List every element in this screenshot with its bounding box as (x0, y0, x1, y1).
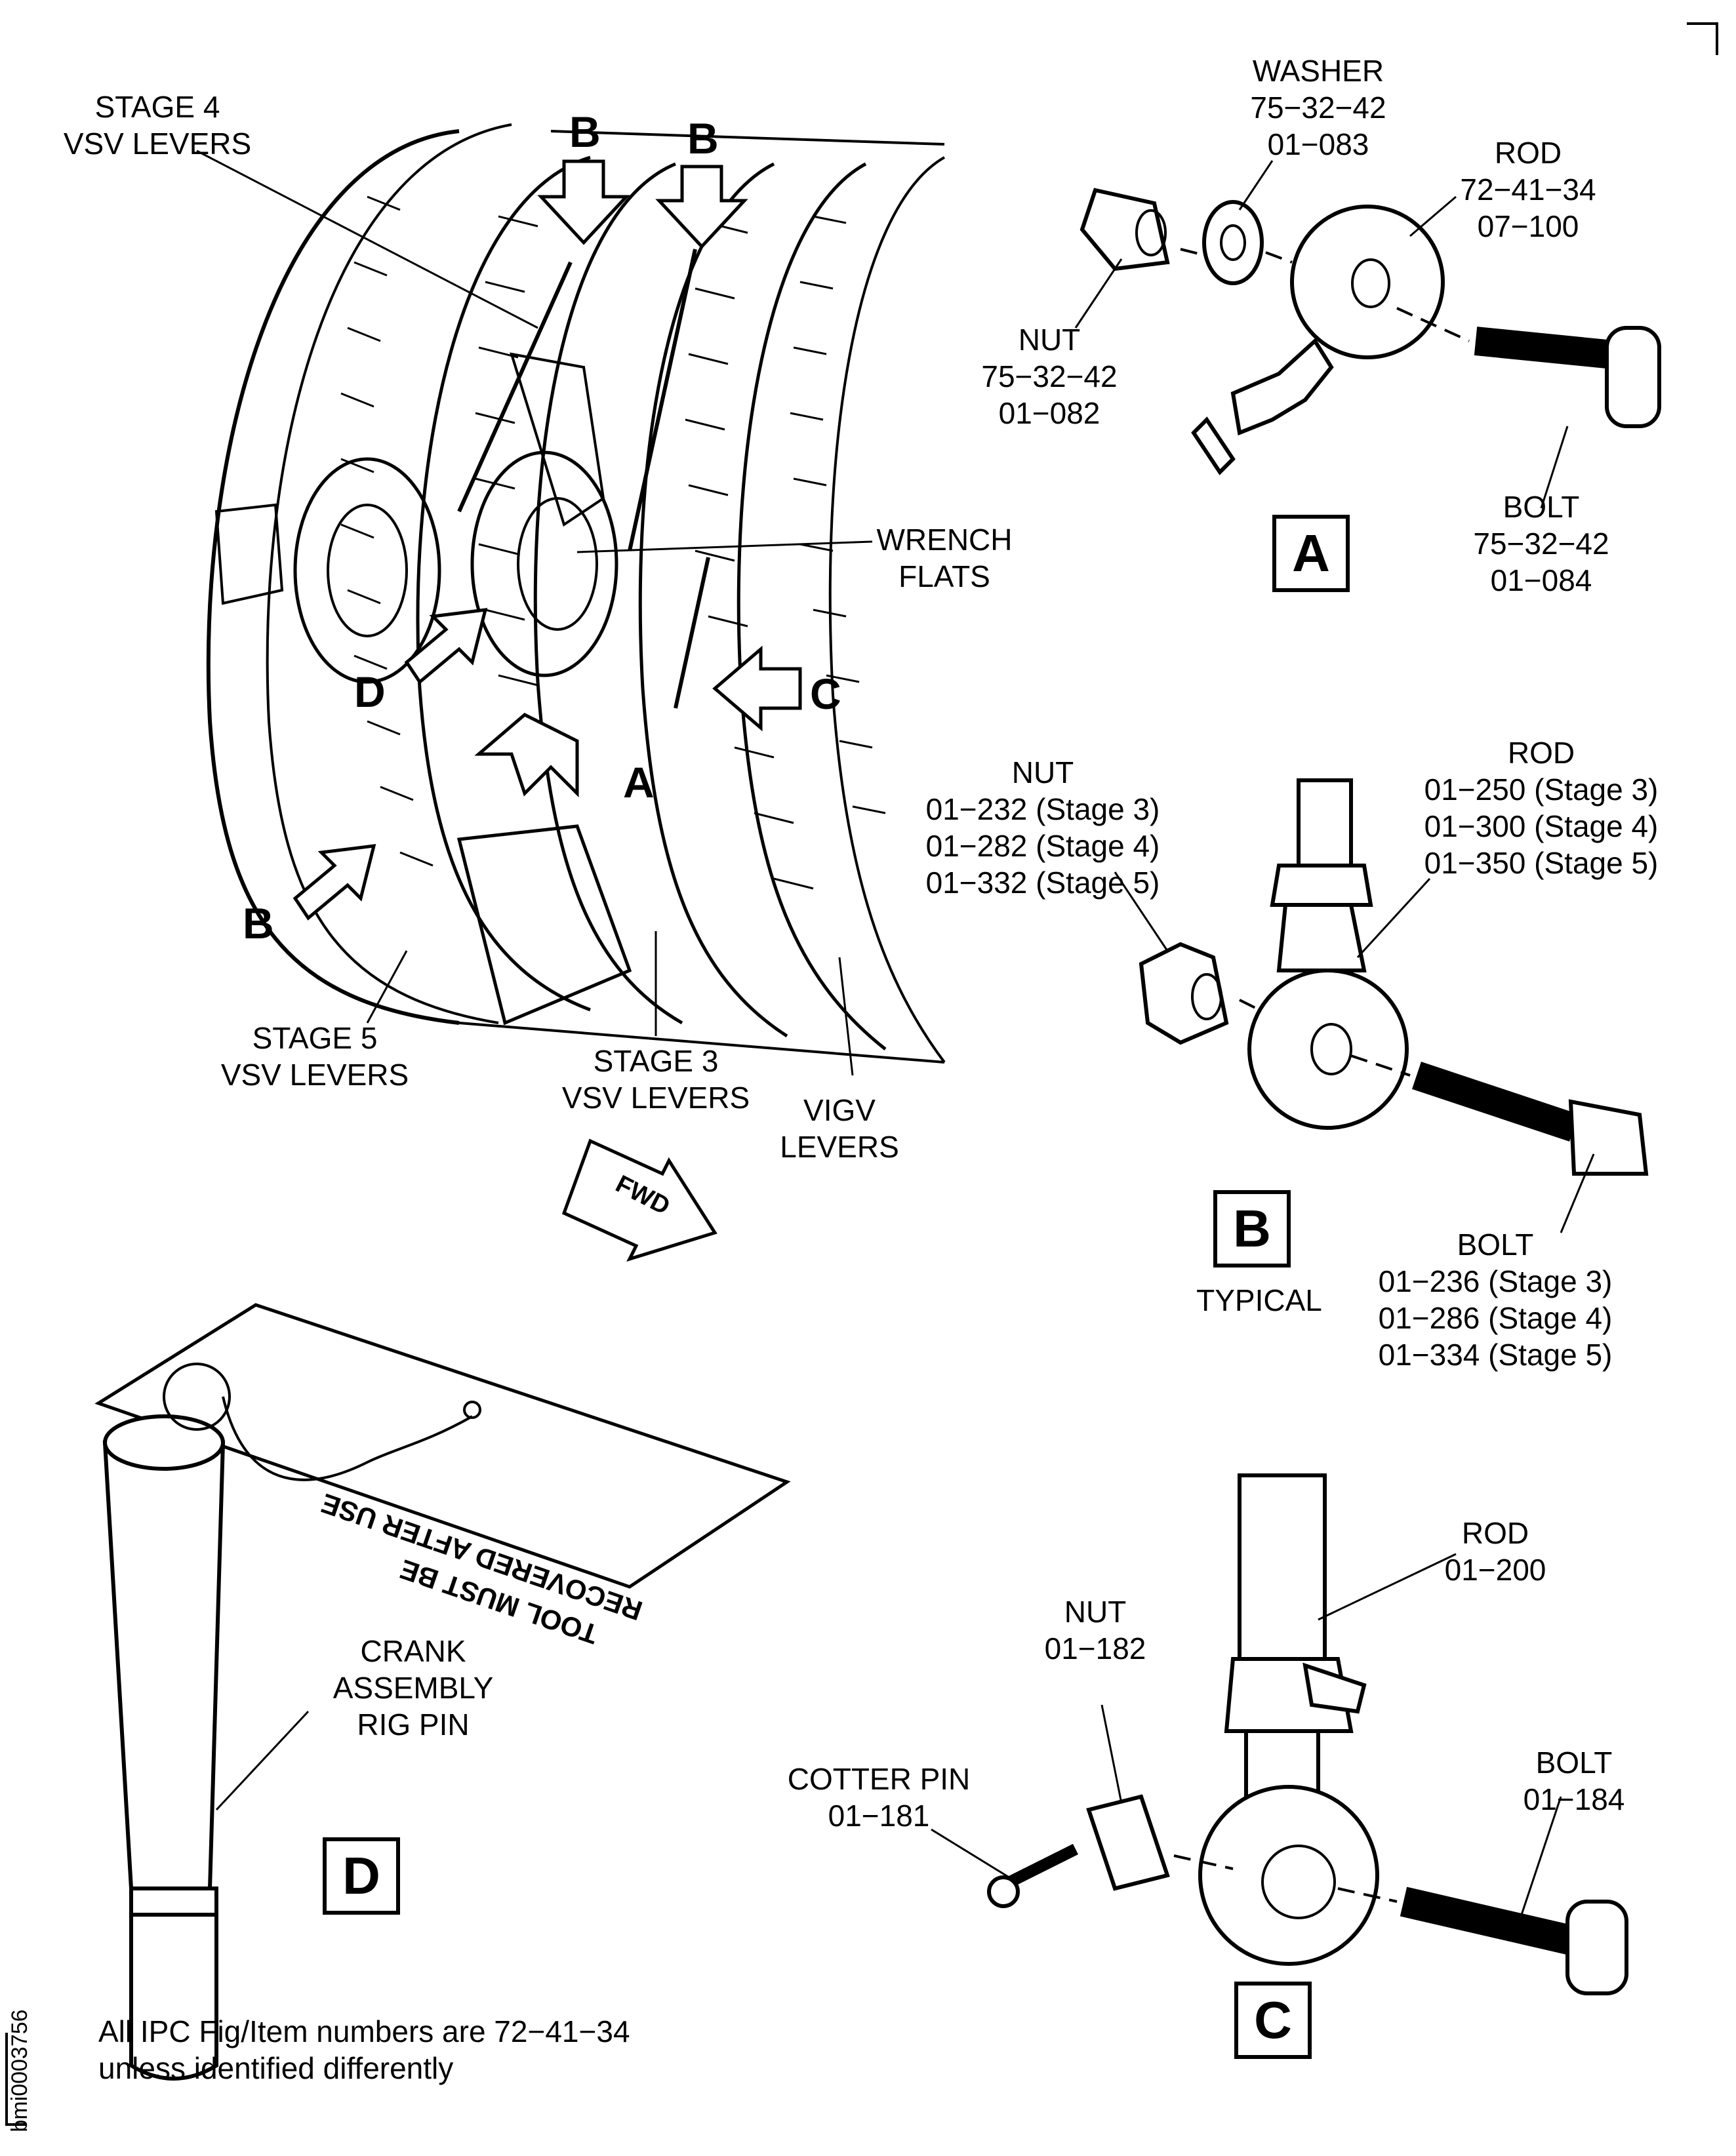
detail-c-leaders (931, 1553, 1562, 1915)
arrow-c (712, 645, 802, 732)
detail-b-drawing (1139, 778, 1649, 1176)
callout-letter-c: C (810, 669, 841, 718)
detail-c-box: C (1234, 1982, 1312, 2059)
figure-id-bracket (5, 2033, 26, 2126)
engine-leader-lines (196, 150, 873, 1076)
detail-a-leaders (1074, 160, 1569, 509)
arrow-a (474, 713, 579, 798)
detail-b-leaders (1114, 871, 1595, 1233)
figure-id: bmi0003756 (7, 2009, 32, 2132)
detail-a-box: A (1272, 515, 1350, 592)
detail-b-caption: TYPICAL (1196, 1283, 1322, 1317)
detail-d-leaders (215, 1710, 310, 1811)
detail-a-drawing (1080, 188, 1661, 475)
arrow-d (404, 608, 488, 685)
detail-d-drawing (94, 1303, 791, 2081)
callout-letter-b-lower: B (243, 899, 274, 948)
callout-letter-b-top-right: B (687, 114, 719, 163)
engine-case-drawing (206, 123, 946, 1064)
fwd-arrow (561, 1138, 717, 1262)
arrow-b-top-left (537, 159, 630, 245)
callout-letter-b-top-left: B (569, 108, 601, 156)
corner-mark (1687, 22, 1718, 55)
detail-b-box: B (1213, 1190, 1291, 1268)
callout-letter-a: A (623, 758, 655, 807)
arrow-b-lower (293, 844, 376, 921)
arrow-b-top-right (655, 165, 748, 249)
callout-arrows (293, 159, 802, 1262)
detail-d-box: D (323, 1837, 400, 1915)
callout-letter-d: D (354, 668, 386, 716)
detail-c-drawing (987, 1473, 1628, 1995)
